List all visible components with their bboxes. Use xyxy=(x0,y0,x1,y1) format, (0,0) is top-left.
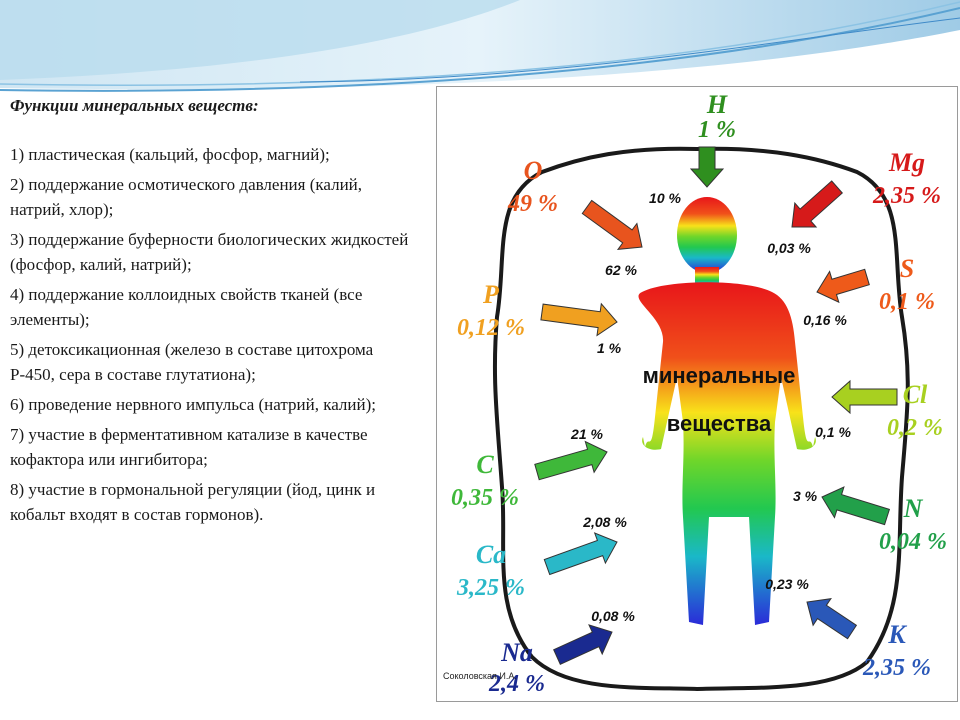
element-inner-value-mg: 0,03 % xyxy=(767,240,811,256)
element-share-mg: 2,35 % xyxy=(872,183,941,209)
arrow-ca xyxy=(543,532,618,576)
element-group-na: Na 2,4 % 0,08 % xyxy=(488,608,635,697)
element-symbol-c: C xyxy=(476,450,494,479)
function-item: 1) пластическая (кальций, фосфор, магний… xyxy=(10,145,330,164)
body-outline xyxy=(492,146,910,692)
function-item: 5) детоксикационная (железо в составе ци… xyxy=(10,340,374,384)
element-group-k: K 2,35 % 0,23 % xyxy=(765,576,931,681)
element-symbol-cl: Cl xyxy=(903,380,928,409)
element-inner-value-na: 0,08 % xyxy=(591,608,635,624)
element-symbol-n: N xyxy=(903,494,924,523)
element-symbol-s: S xyxy=(900,254,914,283)
arrow-o xyxy=(581,199,643,251)
element-inner-value-n: 3 % xyxy=(793,488,818,504)
element-share-k: 2,35 % xyxy=(862,655,931,681)
element-symbol-h: H xyxy=(706,90,728,119)
function-item: 8) участие в гормональной регуляции (йод… xyxy=(10,480,376,524)
element-share-c: 0,35 % xyxy=(451,485,519,511)
element-symbol-mg: Mg xyxy=(888,148,925,177)
arrow-c xyxy=(534,440,608,481)
element-symbol-p: P xyxy=(482,280,500,309)
element-inner-value-k: 0,23 % xyxy=(765,576,809,592)
element-share-na: 2,4 % xyxy=(488,671,545,697)
element-group-h: H1 % 10 % xyxy=(649,90,736,206)
element-inner-value-ca: 2,08 % xyxy=(582,514,627,530)
element-share-cl: 0,2 % xyxy=(887,415,943,441)
element-group-cl: Cl 0,2 % 0,1 % xyxy=(815,379,943,441)
element-share-n: 0,04 % xyxy=(879,529,947,555)
element-share-o: 49 % xyxy=(507,191,558,217)
slide-heading: Функции минеральных веществ: xyxy=(10,96,259,115)
element-inner-value-s: 0,16 % xyxy=(803,312,847,328)
element-inner-value-p: 1 % xyxy=(597,340,622,356)
arrow-s xyxy=(816,268,870,304)
element-share-ca: 3,25 % xyxy=(456,575,525,601)
element-share-h: 1 % xyxy=(698,117,736,143)
element-group-o: O 49 % 62 % xyxy=(507,156,643,278)
element-inner-value-o: 62 % xyxy=(605,262,637,278)
element-group-n: N 0,04 % 3 % xyxy=(793,486,947,555)
arrow-cl xyxy=(831,379,898,415)
center-label-line2: вещества xyxy=(667,411,772,436)
function-item: 4) поддержание коллоидных свойств тканей… xyxy=(10,285,363,329)
element-symbol-ca: Ca xyxy=(476,540,506,569)
element-group-mg: Mg 2,35 % 0,03 % xyxy=(767,148,941,256)
author-signature: Соколовская И.А. xyxy=(443,671,517,681)
element-symbol-o: O xyxy=(524,156,543,185)
element-share-p: 0,12 % xyxy=(457,315,525,341)
function-item: 7) участие в ферментативном катализе в к… xyxy=(10,425,368,469)
header-wave-decoration xyxy=(0,0,960,92)
function-item: 3) поддержание буферности биологических … xyxy=(10,230,409,274)
element-group-c: C 0,35 % 21 % xyxy=(451,426,608,511)
element-inner-value-h: 10 % xyxy=(649,190,681,206)
element-share-s: 0,1 % xyxy=(879,289,935,315)
arrow-na xyxy=(553,624,613,665)
arrow-mg xyxy=(791,180,844,228)
human-silhouette xyxy=(638,197,816,625)
element-inner-value-c: 21 % xyxy=(570,426,603,442)
arrow-k xyxy=(806,598,858,640)
center-label-line1: минеральные xyxy=(643,363,796,388)
function-item: 6) проведение нервного импульса (натрий,… xyxy=(10,395,376,414)
element-symbol-na: Na xyxy=(500,638,533,667)
element-group-p: P 0,12 % 1 % xyxy=(457,280,622,356)
arrow-h xyxy=(689,146,725,188)
element-group-s: S 0,1 % 0,16 % xyxy=(803,254,935,328)
arrow-n xyxy=(821,486,891,526)
arrow-p xyxy=(540,302,618,337)
function-item: 2) поддержание осмотического давления (к… xyxy=(10,175,363,219)
element-symbol-k: K xyxy=(887,620,907,649)
functions-text-panel: Функции минеральных веществ: 1) пластиче… xyxy=(10,96,420,532)
element-inner-value-cl: 0,1 % xyxy=(815,424,851,440)
element-group-ca: Ca 3,25 % 2,08 % xyxy=(456,514,627,601)
